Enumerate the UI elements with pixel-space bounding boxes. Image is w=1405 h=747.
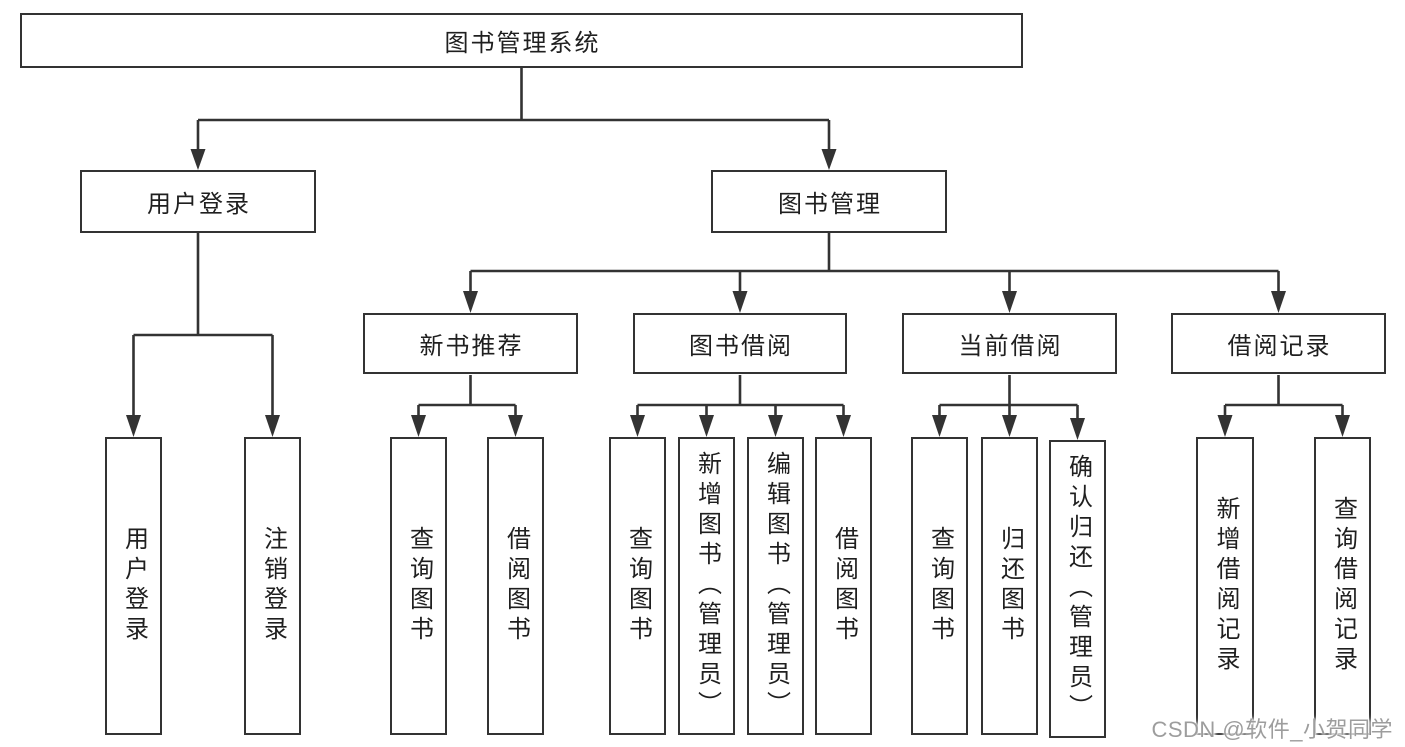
node-current-borrow: 当前借阅 bbox=[902, 313, 1117, 374]
node-leaf-logout: 注销登录 bbox=[244, 437, 301, 735]
watermark: CSDN @软件_小贺同学 bbox=[1151, 717, 1393, 742]
arrowhead-down-icon bbox=[463, 291, 478, 313]
arrowhead-down-icon bbox=[1002, 291, 1017, 313]
node-label: 借阅图书 bbox=[830, 526, 858, 646]
arrowhead-down-icon bbox=[821, 149, 837, 170]
node-label: 图书管理系统 bbox=[444, 30, 601, 57]
node-label: 图书借阅 bbox=[689, 333, 793, 360]
node-leaf-add-books-admin: 新增图书（管理员） bbox=[678, 437, 735, 735]
arrowhead-down-icon bbox=[508, 415, 523, 437]
node-label: 借阅图书 bbox=[502, 526, 530, 646]
arrowhead-down-icon bbox=[265, 415, 280, 437]
node-label: 查询图书 bbox=[624, 526, 652, 646]
node-borrow-records: 借阅记录 bbox=[1171, 313, 1386, 374]
node-leaf-user-login: 用户登录 bbox=[105, 437, 162, 735]
node-leaf-query-books-current: 查询图书 bbox=[911, 437, 968, 735]
node-label: 新增借阅记录 bbox=[1212, 496, 1239, 676]
arrowhead-down-icon bbox=[699, 415, 714, 437]
node-leaf-return-books: 归还图书 bbox=[981, 437, 1038, 735]
node-label: 查询图书 bbox=[926, 526, 954, 646]
node-label: 查询借阅记录 bbox=[1329, 496, 1357, 676]
arrowhead-down-icon bbox=[190, 149, 206, 170]
node-label: 用户登录 bbox=[120, 526, 148, 646]
node-label: 图书管理 bbox=[778, 191, 882, 218]
arrowhead-down-icon bbox=[1070, 418, 1085, 440]
arrowhead-down-icon bbox=[1271, 291, 1286, 313]
node-label: 借阅记录 bbox=[1227, 333, 1332, 360]
node-label: 当前借阅 bbox=[958, 333, 1063, 360]
arrowhead-down-icon bbox=[1217, 415, 1233, 437]
node-leaf-query-borrow-record: 查询借阅记录 bbox=[1314, 437, 1371, 735]
node-leaf-confirm-return-admin: 确认归还（管理员） bbox=[1049, 440, 1106, 738]
arrowhead-down-icon bbox=[411, 415, 426, 437]
arrowhead-down-icon bbox=[126, 415, 141, 437]
node-label: 新增图书（管理员） bbox=[693, 451, 721, 721]
node-new-book-recommend: 新书推荐 bbox=[363, 313, 578, 374]
node-leaf-edit-books-admin: 编辑图书（管理员） bbox=[747, 437, 804, 735]
node-label: 新书推荐 bbox=[419, 333, 524, 360]
node-leaf-add-borrow-record: 新增借阅记录 bbox=[1196, 437, 1254, 735]
node-leaf-query-books-borrow: 查询图书 bbox=[609, 437, 666, 735]
node-leaf-query-books-recommend: 查询图书 bbox=[390, 437, 447, 735]
arrowhead-down-icon bbox=[1002, 415, 1017, 437]
node-label: 注销登录 bbox=[259, 526, 287, 646]
arrowhead-down-icon bbox=[768, 415, 783, 437]
node-label: 编辑图书（管理员） bbox=[762, 451, 790, 721]
node-leaf-borrow-books-recommend: 借阅图书 bbox=[487, 437, 544, 735]
node-book-management: 图书管理 bbox=[711, 170, 947, 233]
arrowhead-down-icon bbox=[732, 291, 748, 313]
node-book-management-system: 图书管理系统 bbox=[20, 13, 1023, 68]
arrowhead-down-icon bbox=[1335, 415, 1350, 437]
node-label: 查询图书 bbox=[405, 526, 433, 646]
arrowhead-down-icon bbox=[932, 415, 947, 437]
node-leaf-borrow-books: 借阅图书 bbox=[815, 437, 872, 735]
node-label: 确认归还（管理员） bbox=[1064, 454, 1092, 724]
arrowhead-down-icon bbox=[630, 415, 645, 437]
node-user-login: 用户登录 bbox=[80, 170, 316, 233]
node-label: 用户登录 bbox=[147, 191, 251, 218]
node-label: 归还图书 bbox=[996, 526, 1024, 646]
arrowhead-down-icon bbox=[836, 415, 851, 437]
node-book-borrow: 图书借阅 bbox=[633, 313, 847, 374]
